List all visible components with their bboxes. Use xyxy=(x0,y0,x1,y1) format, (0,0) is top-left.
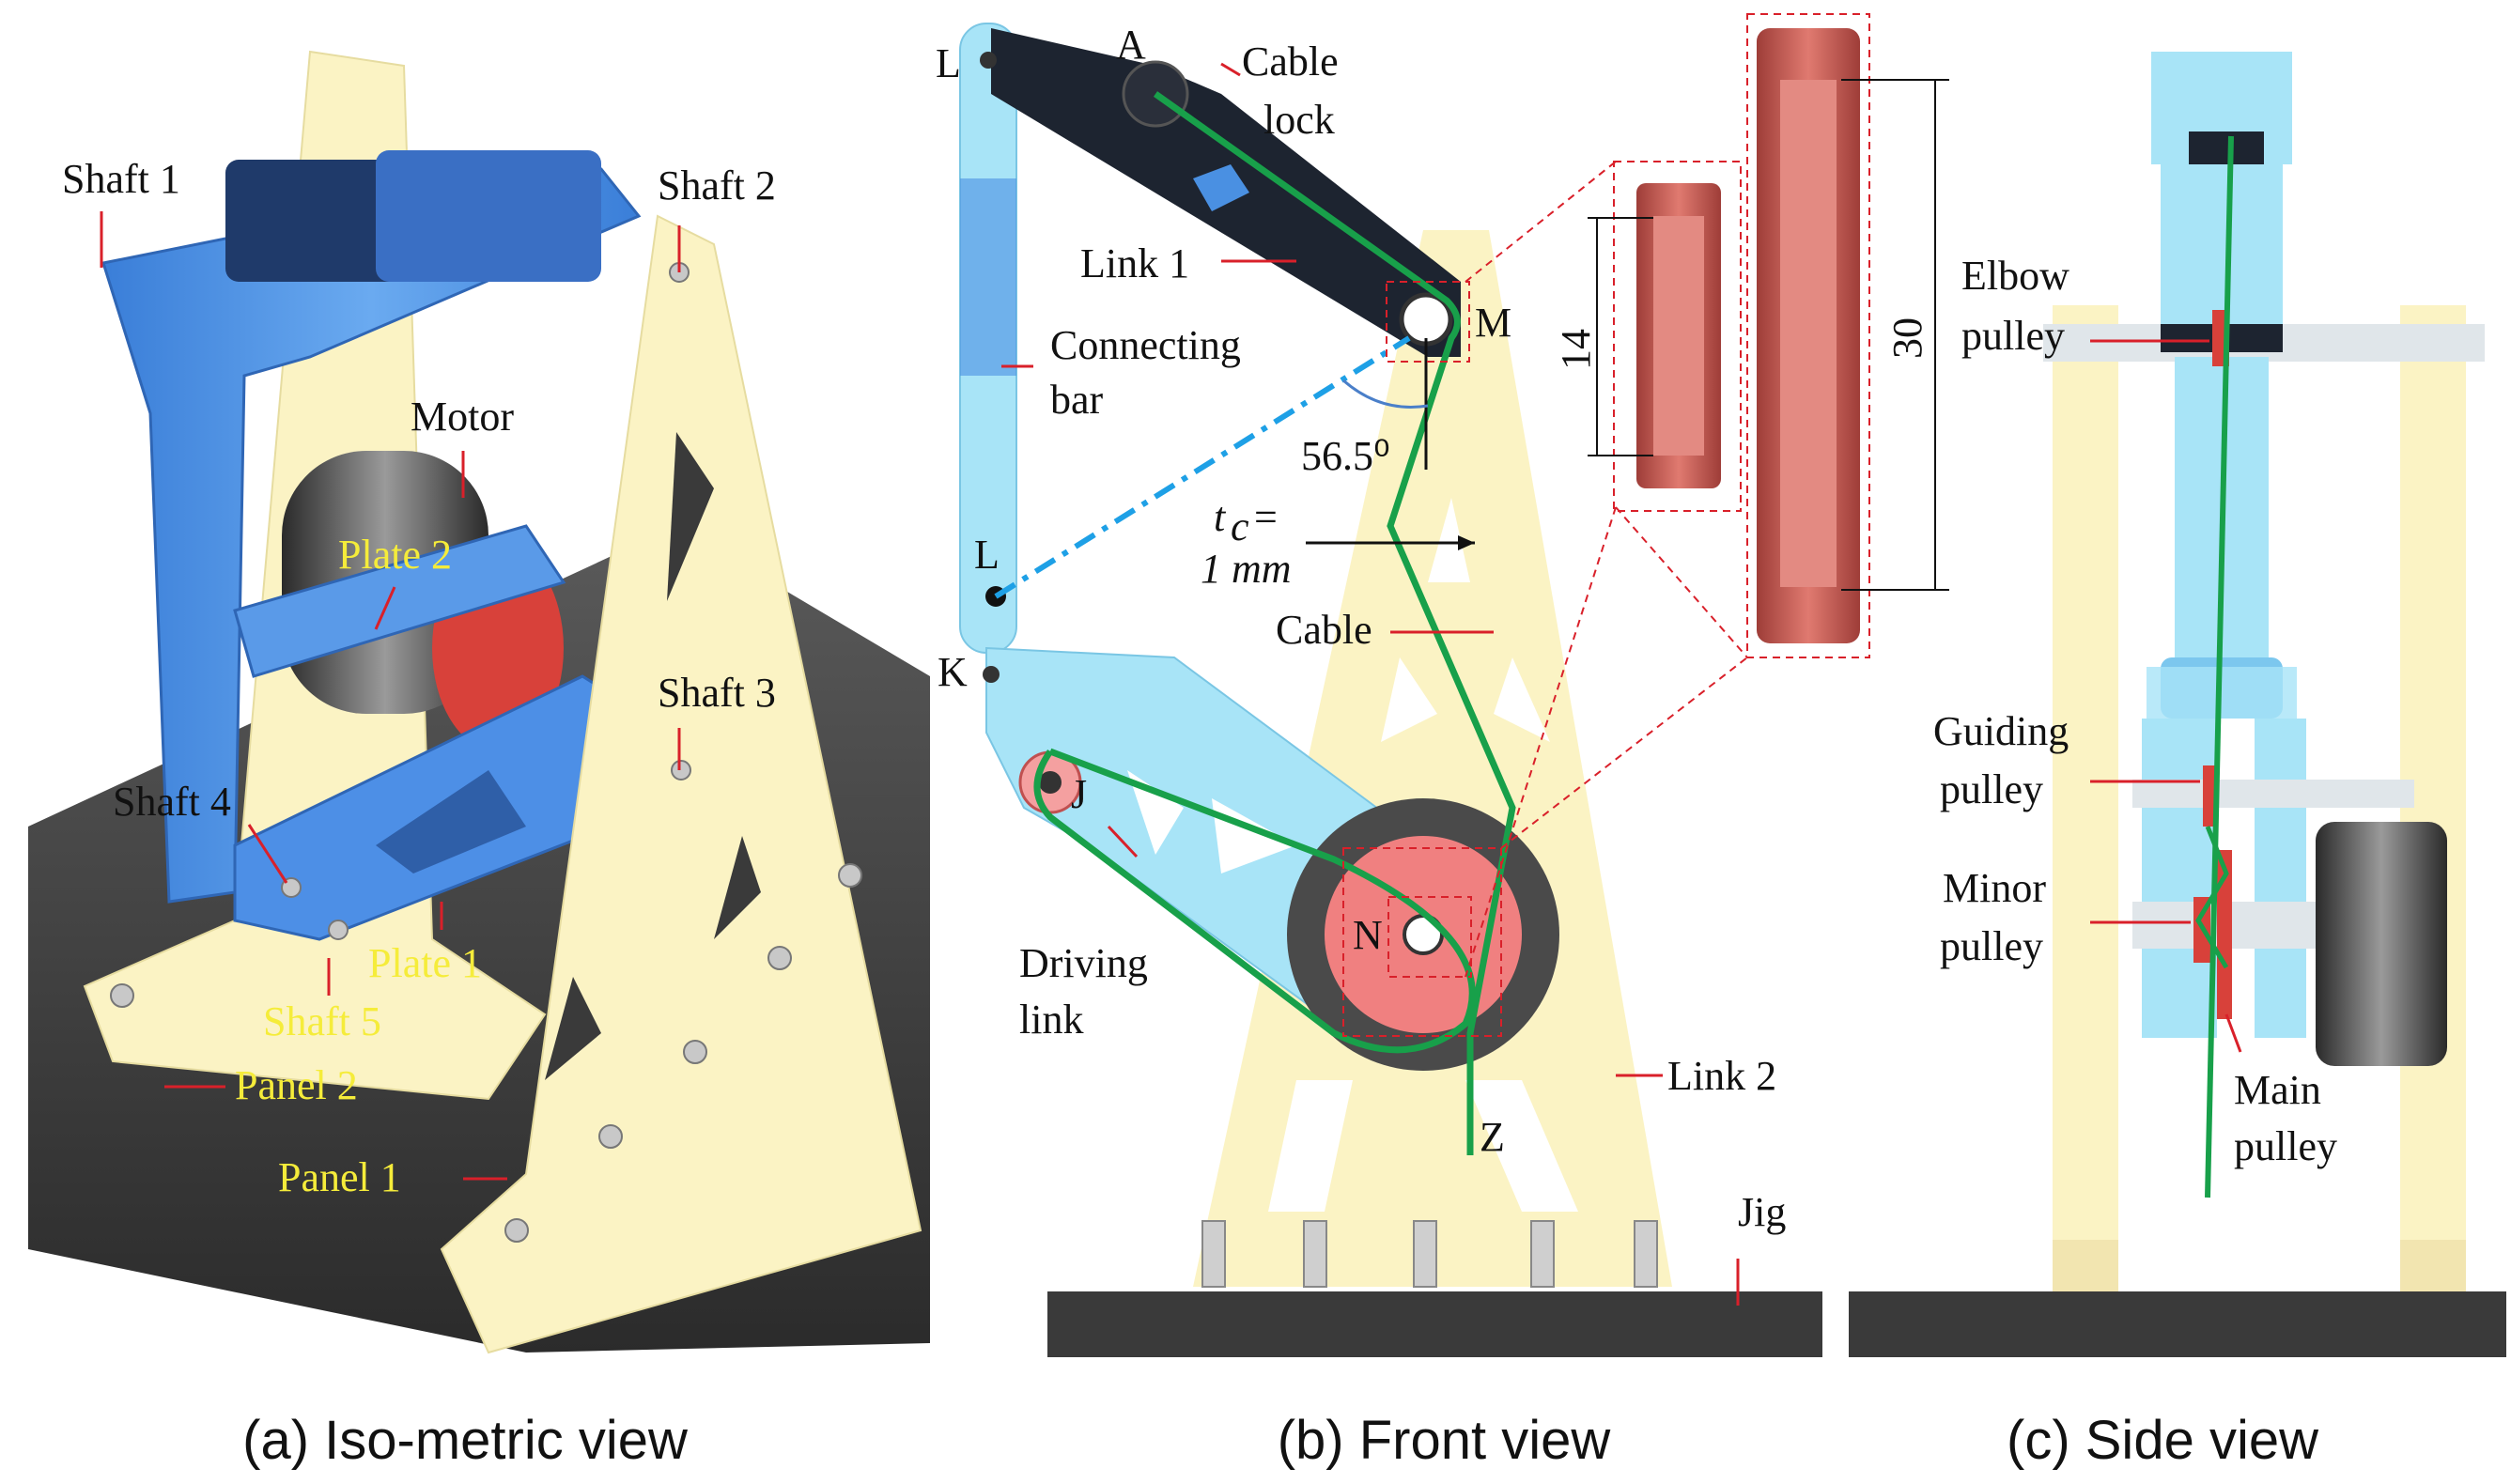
dim-30-label: 30 xyxy=(1884,317,1930,359)
label-point-z: Z xyxy=(1480,1114,1505,1160)
label-point-l-mid: L xyxy=(974,532,1000,578)
label-cable-lock-2: lock xyxy=(1263,97,1335,143)
label-guiding-2: pulley xyxy=(1940,766,2043,812)
label-angle: 56.5⁰ xyxy=(1301,433,1390,479)
side-post-left xyxy=(2053,305,2118,1291)
label-elbow-2: pulley xyxy=(1961,313,2065,359)
label-shaft-5: Shaft 5 xyxy=(263,998,381,1044)
label-guiding-1: Guiding xyxy=(1933,708,2069,754)
label-cable: Cable xyxy=(1276,607,1372,653)
label-link-2: Link 2 xyxy=(1667,1053,1776,1099)
label-shaft-4: Shaft 4 xyxy=(113,779,231,825)
label-jig: Jig xyxy=(1738,1189,1786,1235)
panel-1-cutout-1 xyxy=(667,432,714,601)
panel-a-isometric: Shaft 1 Shaft 2 Motor Plate 2 Shaft 3 Sh… xyxy=(28,50,930,1471)
caption-a: (a) Iso-metric view xyxy=(242,1410,689,1471)
label-minor-1: Minor xyxy=(1943,865,2046,911)
label-main-2: pulley xyxy=(2234,1123,2337,1169)
panel-1-cutout-2 xyxy=(714,836,761,939)
angle-arc xyxy=(1342,379,1429,409)
label-point-j: J xyxy=(1071,771,1087,817)
label-motor: Motor xyxy=(411,394,514,440)
label-connecting-bar-1: Connecting xyxy=(1050,322,1241,368)
side-jig xyxy=(1849,1291,2506,1357)
iso-leaders xyxy=(100,211,681,1181)
point-k-pin xyxy=(983,666,1000,683)
driving-link-cutout-1 xyxy=(1127,770,1184,855)
side-cable xyxy=(2205,135,2234,1198)
panel-1 xyxy=(440,214,922,1354)
point-l-top-pin xyxy=(980,52,997,69)
dim-14-label: 14 xyxy=(1553,329,1599,370)
panel-1-cutout-3 xyxy=(545,977,601,1080)
label-tc-value: 1 mm xyxy=(1201,546,1292,592)
label-tc-sub: c xyxy=(1231,503,1249,549)
panel-b-front: 14 30 L A Cable lock Link 1 M Connecting… xyxy=(936,13,1949,1471)
plate-2 xyxy=(233,524,566,678)
label-point-a: A xyxy=(1116,22,1146,68)
cable-line xyxy=(1153,91,1516,1155)
top-bracket-2 xyxy=(376,150,601,282)
caption-c: (c) Side view xyxy=(2007,1410,2319,1471)
label-shaft-2: Shaft 2 xyxy=(658,162,776,209)
label-driving-link-1: Driving xyxy=(1019,940,1148,986)
label-minor-2: pulley xyxy=(1940,923,2043,969)
side-cable-wrap xyxy=(2195,826,2229,969)
side-motor xyxy=(2316,822,2447,1066)
label-shaft-3: Shaft 3 xyxy=(658,670,776,716)
label-elbow-1: Elbow xyxy=(1961,253,2069,299)
side-arm-upper xyxy=(2161,164,2283,333)
link-1-stripe xyxy=(1193,164,1249,211)
label-tc-t: t xyxy=(1214,494,1227,540)
plate-1-cutout xyxy=(376,770,526,873)
panel-c-side: Elbow pulley Guiding pulley Minor pulley… xyxy=(1849,52,2506,1471)
label-point-l-top: L xyxy=(936,40,961,86)
label-point-m: M xyxy=(1475,300,1511,346)
small-pulley-box xyxy=(1613,161,1742,512)
front-leaders xyxy=(1001,62,1740,1306)
point-m-pulley xyxy=(1399,292,1453,347)
label-link-1: Link 1 xyxy=(1080,240,1189,286)
connecting-bar-shade xyxy=(960,178,1016,376)
l-m-dashdot xyxy=(994,335,1411,599)
cable-drive-loop xyxy=(1033,748,1476,1054)
side-foot-left xyxy=(2053,1240,2118,1291)
side-foot-right xyxy=(2400,1240,2466,1291)
label-plate-2: Plate 2 xyxy=(338,532,452,578)
side-lower-right xyxy=(2255,719,2306,1038)
label-cable-lock-1: Cable xyxy=(1242,39,1339,85)
large-pulley-groove xyxy=(1780,80,1837,587)
link-2-cutouts xyxy=(1268,498,1578,1212)
small-pulley-groove xyxy=(1653,216,1704,456)
driving-link-cutout-2 xyxy=(1212,798,1296,873)
label-panel-2: Panel 2 xyxy=(235,1062,358,1108)
point-j-hole xyxy=(1039,771,1062,794)
link-2-frame xyxy=(1193,230,1672,1287)
label-panel-1: Panel 1 xyxy=(278,1154,401,1200)
label-point-n: N xyxy=(1353,912,1383,958)
label-main-1: Main xyxy=(2234,1067,2321,1113)
tc-arrowhead xyxy=(1458,535,1475,550)
label-driving-link-2: link xyxy=(1019,997,1083,1043)
caption-b: (b) Front view xyxy=(1278,1410,1612,1471)
label-tc-eq: = xyxy=(1254,494,1278,540)
label-point-k: K xyxy=(938,649,968,695)
label-shaft-1: Shaft 1 xyxy=(62,156,180,202)
jig-screws xyxy=(1201,1220,1658,1288)
zoom-boxes xyxy=(1342,161,1748,1037)
side-main-pulley xyxy=(2217,850,2232,1019)
label-plate-1: Plate 1 xyxy=(368,940,482,986)
jig-bar xyxy=(1047,1291,1822,1357)
label-connecting-bar-2: bar xyxy=(1050,377,1104,423)
guiding-shaft xyxy=(2132,780,2414,808)
side-leaders xyxy=(2090,339,2242,1053)
